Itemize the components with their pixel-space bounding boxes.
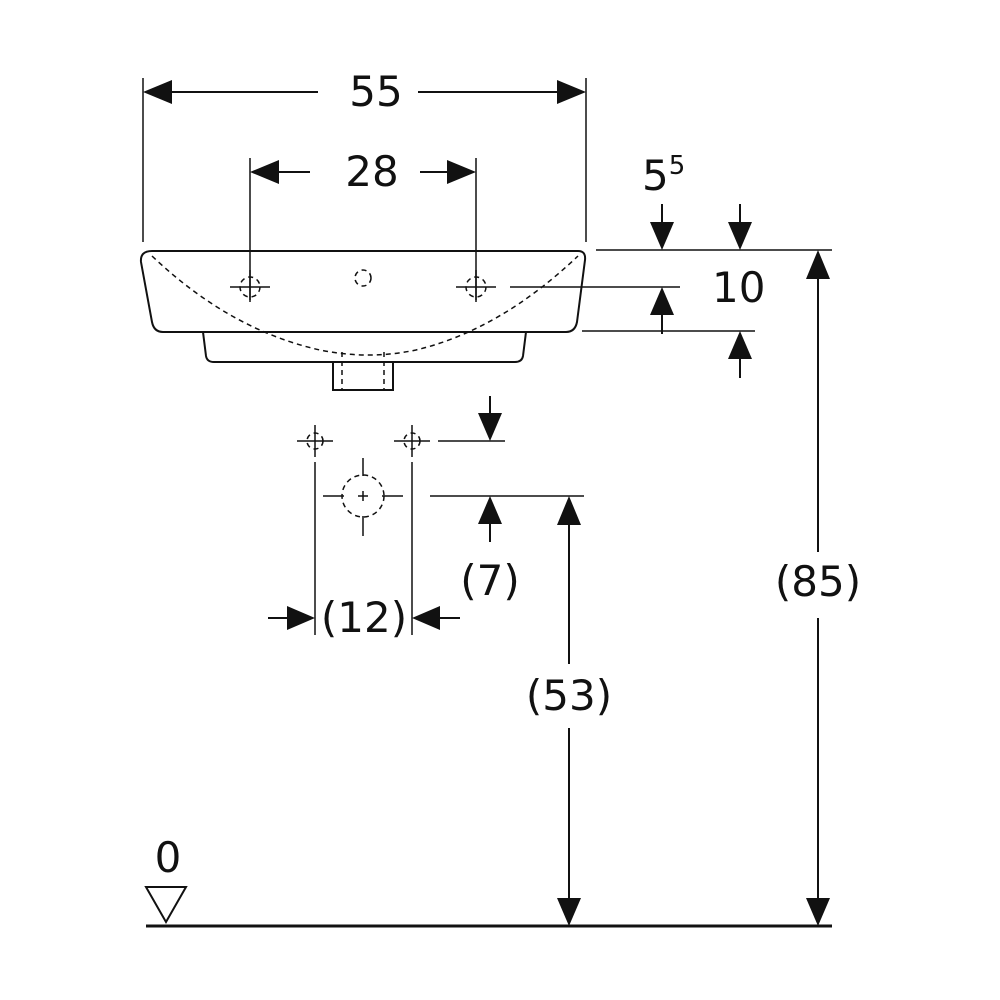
arrow-left-icon — [250, 160, 279, 184]
triangle-level-icon — [144, 886, 188, 925]
dimension-overall-width: 55 — [142, 67, 587, 242]
supply-spacing-label: (12) — [321, 593, 407, 642]
arrow-up-icon — [806, 250, 830, 279]
dimension-basin-depth: 10 — [582, 263, 765, 378]
arrow-right-icon — [287, 606, 315, 630]
arrow-down-icon — [650, 222, 674, 250]
dimension-overall-height: (85) — [775, 250, 861, 926]
arrow-down-icon — [728, 222, 752, 250]
washbasin-body — [139, 250, 680, 391]
dimension-supply-spacing: (12) — [268, 593, 460, 642]
arrow-left-icon — [412, 606, 440, 630]
overflow-hole-icon — [354, 269, 372, 287]
floor-reference: 0 — [144, 833, 832, 928]
rim-offset-label: 55 — [642, 151, 685, 200]
waste-point-icon — [323, 458, 584, 536]
supply-point-right-icon — [394, 425, 430, 457]
tap-hole-left-icon — [230, 270, 270, 302]
arrow-right-icon — [447, 160, 476, 184]
arrow-down-icon — [557, 898, 581, 926]
arrow-up-icon — [557, 496, 581, 525]
arrow-up-icon — [478, 496, 502, 524]
dimension-tap-hole-spacing: 28 — [249, 147, 477, 300]
overall-height-label: (85) — [775, 557, 861, 606]
basin-depth-label: 10 — [712, 263, 765, 312]
dimension-waste-height: (53) — [526, 496, 612, 926]
arrow-up-icon — [728, 331, 752, 359]
supply-to-waste-label: (7) — [460, 556, 520, 605]
arrow-down-icon — [806, 898, 830, 926]
dimension-supply-to-waste: (7) — [460, 396, 520, 605]
supply-point-left-icon — [297, 425, 333, 457]
dimension-rim-offset: 55 — [596, 151, 832, 251]
arrow-down-icon — [478, 413, 502, 441]
arrow-right-icon — [557, 80, 586, 104]
overall-width-label: 55 — [349, 67, 402, 116]
tap-hole-spacing-label: 28 — [345, 147, 398, 196]
arrow-left-icon — [143, 80, 172, 104]
arrow-up-icon — [650, 287, 674, 315]
supply-connections — [297, 425, 505, 635]
tap-hole-right-icon — [456, 270, 496, 302]
waste-height-label: (53) — [526, 671, 612, 720]
floor-level-label: 0 — [155, 833, 182, 882]
